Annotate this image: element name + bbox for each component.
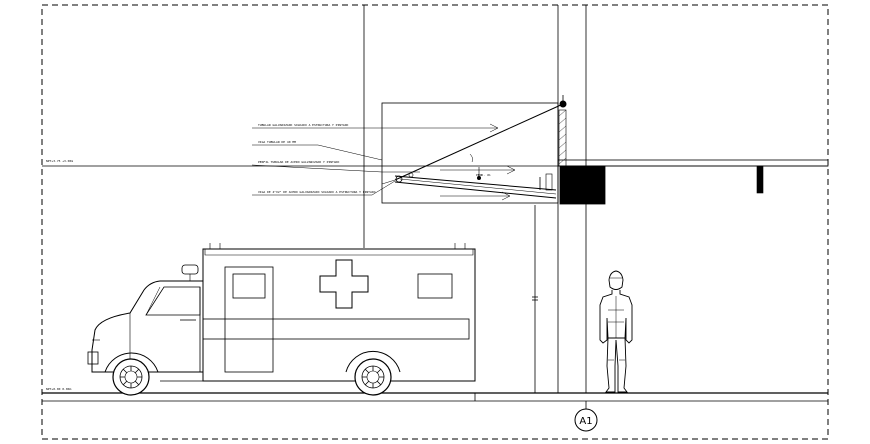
note-tubular-beam: VIGA TUBULAR DE 40 MM — [258, 140, 296, 144]
note-tubular-profile: PERFIL TUBULAR DE ACERO GALVANIZADO Y PI… — [258, 160, 339, 164]
cross-symbol — [319, 259, 369, 309]
note-slope: PEND. 4% — [476, 173, 491, 177]
canopy-detail — [381, 95, 567, 204]
human-figure — [599, 270, 633, 393]
slab-structure — [557, 159, 829, 205]
level-floor-label: NPT+0.00 0.00m — [46, 387, 71, 391]
ground-line — [42, 392, 828, 402]
level-upper-label: NPT+3.75 +3.00m — [46, 159, 73, 163]
detail-box — [381, 102, 559, 204]
grid-axis-a1: A1 — [574, 401, 598, 432]
ambulance — [87, 243, 476, 382]
rear-wheel — [345, 350, 401, 396]
ambulance-body — [202, 248, 476, 382]
beacon-light — [181, 264, 199, 275]
drawing-frame — [41, 4, 829, 440]
front-wheel — [104, 352, 159, 396]
canopy-notes — [251, 127, 396, 196]
note-tubular-galvanized: TUBULAR GALVANIZADO SOLDADO A ESTRUCTURA… — [258, 123, 349, 127]
note-steel-beam: VIGA DE 4"X2" DE ACERO GALVANIZADO SOLDA… — [258, 190, 376, 194]
grid-axis-label: A1 — [579, 416, 592, 427]
